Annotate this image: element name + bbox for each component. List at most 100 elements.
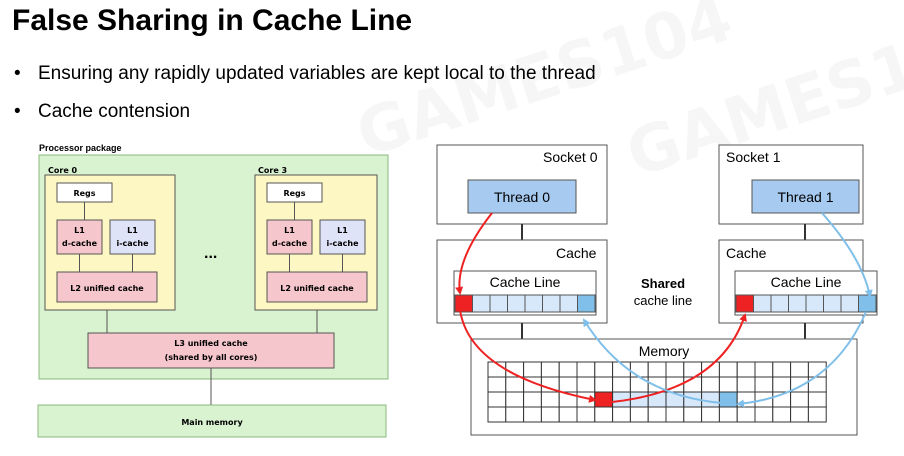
core-label: Core 3 xyxy=(258,166,287,175)
blue-arrow-cache-to-memory xyxy=(736,311,867,408)
cache-line-cell xyxy=(805,294,824,313)
l1-dcache-label: L1 xyxy=(284,226,295,235)
memory-cell xyxy=(629,406,649,423)
red-arrow-thread-to-cache xyxy=(455,212,493,295)
cache-line-cell xyxy=(524,294,543,313)
memory-cell xyxy=(540,391,560,408)
memory-cell xyxy=(505,376,525,393)
red-arrow-cache-to-memory xyxy=(459,309,597,403)
cache-line-cells xyxy=(454,294,596,313)
red-arrow-memory-to-cache xyxy=(611,313,747,403)
memory-cell xyxy=(718,361,738,378)
memory-cell xyxy=(576,361,596,378)
core-3: Core 3 Regs L1 d-cache L1 i-cache L2 uni… xyxy=(254,166,378,311)
thread-1 xyxy=(751,179,860,214)
cache-line-cell xyxy=(577,294,596,313)
bullet-item: •Ensuring any rapidly updated variables … xyxy=(14,63,596,84)
core-0: Core 0 Regs L1 d-cache L1 i-cache L2 uni… xyxy=(44,166,176,311)
memory-cell xyxy=(540,406,560,423)
memory-label: Memory xyxy=(639,343,690,359)
memory-cell xyxy=(629,376,649,393)
memory-cell xyxy=(665,406,685,423)
l1-icache-label: i-cache xyxy=(116,239,149,248)
l2-cache xyxy=(56,271,158,303)
l2-cache-label: L2 unified cache xyxy=(280,284,354,293)
bullet-text: Cache contension xyxy=(38,101,191,122)
memory-cell xyxy=(576,406,596,423)
memory-cell xyxy=(718,391,738,408)
memory-cell xyxy=(629,361,649,378)
ellipsis: ... xyxy=(204,245,217,262)
memory-cell xyxy=(807,406,827,423)
memory-cell xyxy=(558,406,578,423)
memory-cell xyxy=(487,391,507,408)
memory-cell xyxy=(505,406,525,423)
memory-cell xyxy=(772,376,792,393)
memory-cell xyxy=(523,406,542,423)
memory-cell xyxy=(612,376,631,393)
memory-cell xyxy=(665,361,685,378)
thread-0 xyxy=(467,179,577,214)
shared-label: Shared xyxy=(641,276,685,291)
memory-cell xyxy=(701,376,720,393)
memory-cell xyxy=(523,361,542,378)
socket-label: Socket 0 xyxy=(543,149,598,165)
blue-arrow-thread-to-cache xyxy=(821,212,873,298)
cache-line-cell xyxy=(788,294,807,313)
memory-grid xyxy=(487,361,827,423)
l1-dcache-label: d-cache xyxy=(62,239,98,248)
cache-line-cells xyxy=(735,294,877,313)
l3-cache-label: L3 unified cache xyxy=(174,339,248,348)
cache-line-cell xyxy=(858,294,877,313)
memory-cell xyxy=(736,406,756,423)
memory-cell xyxy=(594,376,614,393)
cache-line-cell xyxy=(753,294,772,313)
l2-cache-label: L2 unified cache xyxy=(70,284,144,293)
memory-cell xyxy=(487,376,507,393)
l1-icache-label: L1 xyxy=(337,226,348,235)
memory-cell xyxy=(772,361,792,378)
memory-cell xyxy=(540,361,560,378)
cache-line-cell xyxy=(472,294,491,313)
l1-icache-label: i-cache xyxy=(326,239,359,248)
memory-cell xyxy=(807,391,827,408)
memory-cell xyxy=(594,406,614,423)
memory-cell xyxy=(558,361,578,378)
main-memory xyxy=(37,404,387,438)
memory-cell xyxy=(612,406,631,423)
cache-line-cell xyxy=(489,294,508,313)
cache-line-cell xyxy=(507,294,526,313)
blue-arrow-memory-to-cache xyxy=(582,318,723,404)
cache-line-cell xyxy=(559,294,578,313)
cache-line-label: Cache Line xyxy=(490,274,561,290)
thread-label: Thread 0 xyxy=(494,189,550,205)
cache-line-cell xyxy=(735,294,754,313)
memory-cell xyxy=(772,406,792,423)
bullet-text: Ensuring any rapidly updated variables a… xyxy=(38,63,596,84)
memory-cell xyxy=(683,406,703,423)
l1-dcache-label: L1 xyxy=(74,226,85,235)
memory-cell xyxy=(736,361,756,378)
socket-label: Socket 1 xyxy=(726,149,781,165)
cache-line-label: Cache Line xyxy=(771,274,842,290)
memory-cell xyxy=(701,406,720,423)
package-label: Processor package xyxy=(39,143,122,153)
memory-cell xyxy=(523,391,542,408)
regs-label: Regs xyxy=(283,189,305,198)
memory-cell xyxy=(647,361,667,378)
memory-cell xyxy=(736,376,756,393)
memory-cell xyxy=(718,376,738,393)
memory-cell xyxy=(790,391,809,408)
shared-sublabel: cache line xyxy=(634,293,693,308)
core-label: Core 0 xyxy=(48,166,78,175)
memory-cell xyxy=(754,376,774,393)
memory-cell xyxy=(647,406,667,423)
memory-cell xyxy=(754,406,774,423)
regs-label: Regs xyxy=(73,189,95,198)
cache-label: Cache xyxy=(556,245,597,261)
memory-cell xyxy=(594,361,614,378)
memory-cell xyxy=(594,391,614,408)
memory-cell xyxy=(718,406,738,423)
